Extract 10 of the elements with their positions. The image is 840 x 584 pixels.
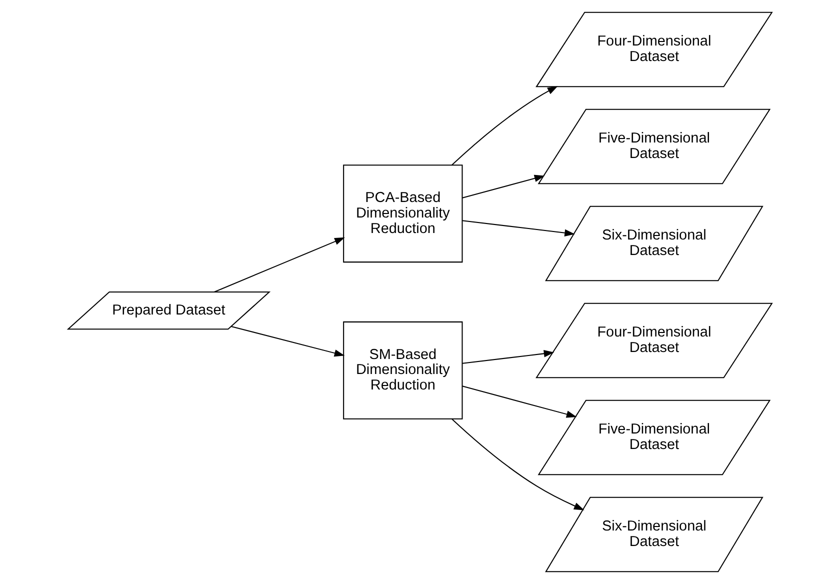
node-box: PCA-Based Dimensionality Reduction <box>343 164 463 263</box>
arrow <box>452 418 584 510</box>
arrow <box>462 386 577 418</box>
arrow <box>462 350 554 364</box>
arrow <box>462 220 575 236</box>
node-box: SM-Based Dimensionality Reduction <box>343 321 463 420</box>
arrow <box>231 326 345 357</box>
arrow <box>214 237 345 292</box>
arrow <box>452 86 558 166</box>
arrow <box>462 174 545 198</box>
